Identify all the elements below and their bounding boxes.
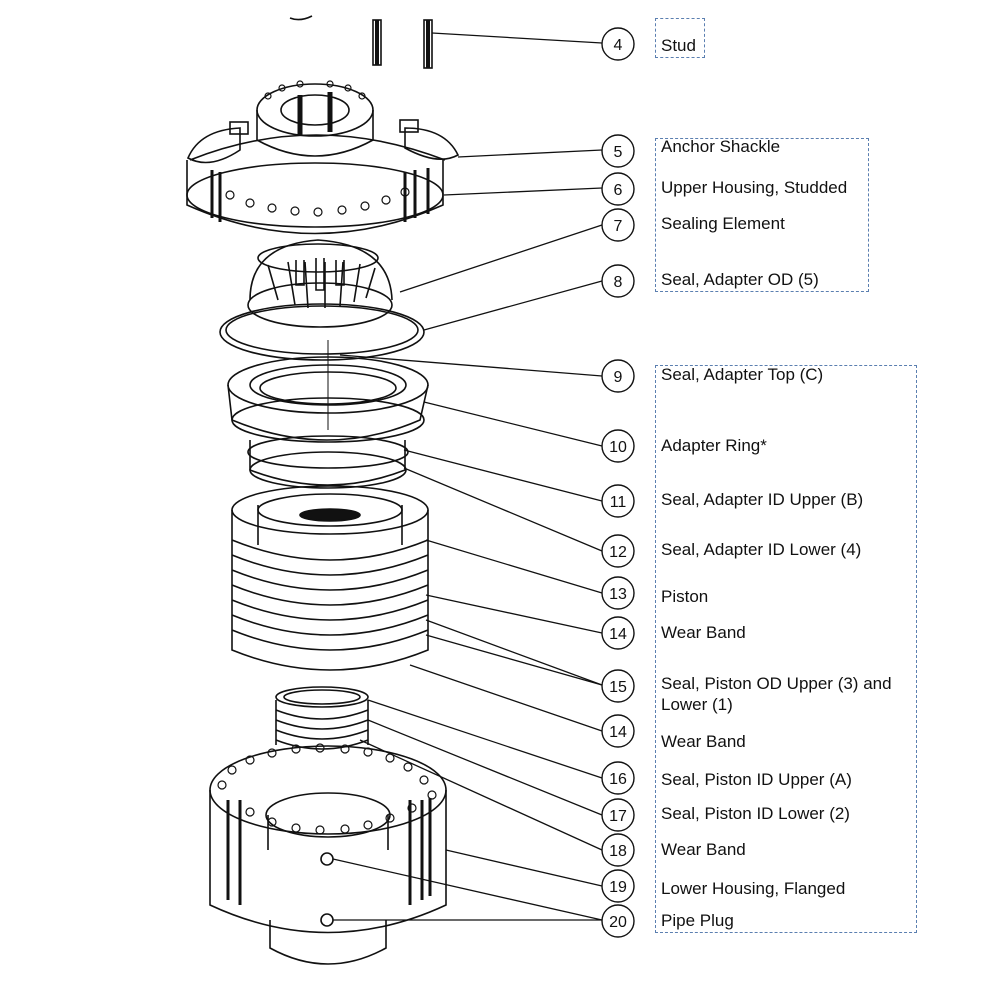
svg-text:20: 20 <box>609 914 627 931</box>
label-stud: Stud <box>661 36 696 55</box>
svg-text:18: 18 <box>609 843 627 860</box>
svg-text:13: 13 <box>609 586 627 603</box>
callout-14a: 14 <box>601 616 635 650</box>
svg-text:16: 16 <box>609 771 627 788</box>
label-anchor-shackle: Anchor Shackle <box>661 137 781 156</box>
svg-text:9: 9 <box>614 369 623 386</box>
callout-6: 6 <box>601 172 635 206</box>
label-adapter-ring: Adapter Ring* <box>661 436 767 455</box>
label-seal-piston-od: Seal, Piston OD Upper (3) and Lower (1) <box>661 674 892 714</box>
callout-18: 18 <box>601 833 635 867</box>
label-seal-adapter-id-upper: Seal, Adapter ID Upper (B) <box>661 490 864 509</box>
callout-16: 16 <box>601 761 635 795</box>
svg-text:12: 12 <box>609 544 627 561</box>
callout-9: 9 <box>601 359 635 393</box>
piston-id-rings <box>275 686 369 750</box>
callout-10: 10 <box>601 429 635 463</box>
svg-text:19: 19 <box>609 879 627 896</box>
callout-circles: 4 5 6 7 8 9 10 11 12 13 14 15 14 16 17 1… <box>601 27 635 938</box>
svg-text:17: 17 <box>609 808 627 825</box>
svg-text:14: 14 <box>609 626 627 643</box>
callout-15: 15 <box>601 669 635 703</box>
studs <box>289 15 433 69</box>
seal-adapter-od <box>219 303 425 361</box>
svg-text:5: 5 <box>614 144 623 161</box>
callout-8: 8 <box>601 264 635 298</box>
label-box-upper <box>655 138 869 292</box>
callout-14b: 14 <box>601 714 635 748</box>
label-box-lower <box>655 365 917 933</box>
callout-12: 12 <box>601 534 635 568</box>
leader-lines <box>332 32 603 921</box>
callout-4: 4 <box>601 27 635 61</box>
label-seal-piston-id-lower: Seal, Piston ID Lower (2) <box>661 804 850 823</box>
label-wear-band-14a: Wear Band <box>661 623 746 642</box>
label-seal-adapter-id-lower: Seal, Adapter ID Lower (4) <box>661 540 862 559</box>
svg-text:10: 10 <box>609 439 627 456</box>
svg-text:7: 7 <box>614 218 623 235</box>
callout-20: 20 <box>601 904 635 938</box>
label-piston: Piston <box>661 587 709 606</box>
label-seal-adapter-od: Seal, Adapter OD (5) <box>661 270 819 289</box>
parts-illustration <box>186 15 460 965</box>
callout-7: 7 <box>601 208 635 242</box>
svg-text:8: 8 <box>614 274 623 291</box>
svg-text:6: 6 <box>614 182 623 199</box>
label-pipe-plug: Pipe Plug <box>661 911 734 930</box>
callout-5: 5 <box>601 134 635 168</box>
svg-text:4: 4 <box>614 37 623 54</box>
label-seal-piston-id-upper: Seal, Piston ID Upper (A) <box>661 770 852 789</box>
adapter-ring <box>227 340 429 489</box>
callout-19: 19 <box>601 869 635 903</box>
callout-11: 11 <box>601 484 635 518</box>
sealing-element <box>247 239 393 328</box>
svg-text:11: 11 <box>610 494 627 511</box>
piston <box>231 485 429 671</box>
label-upper-housing: Upper Housing, Studded <box>661 178 848 197</box>
callout-17: 17 <box>601 798 635 832</box>
label-lower-housing: Lower Housing, Flanged <box>661 879 846 898</box>
label-box-stud <box>655 18 705 58</box>
label-seal-adapter-top: Seal, Adapter Top (C) <box>661 365 824 384</box>
label-sealing-element: Sealing Element <box>661 214 785 233</box>
svg-text:14: 14 <box>609 724 627 741</box>
lower-housing <box>209 743 447 965</box>
label-wear-band-18: Wear Band <box>661 840 746 859</box>
label-wear-band-14b: Wear Band <box>661 732 746 751</box>
callout-13: 13 <box>601 576 635 610</box>
upper-housing <box>186 80 460 235</box>
svg-text:15: 15 <box>609 679 627 696</box>
